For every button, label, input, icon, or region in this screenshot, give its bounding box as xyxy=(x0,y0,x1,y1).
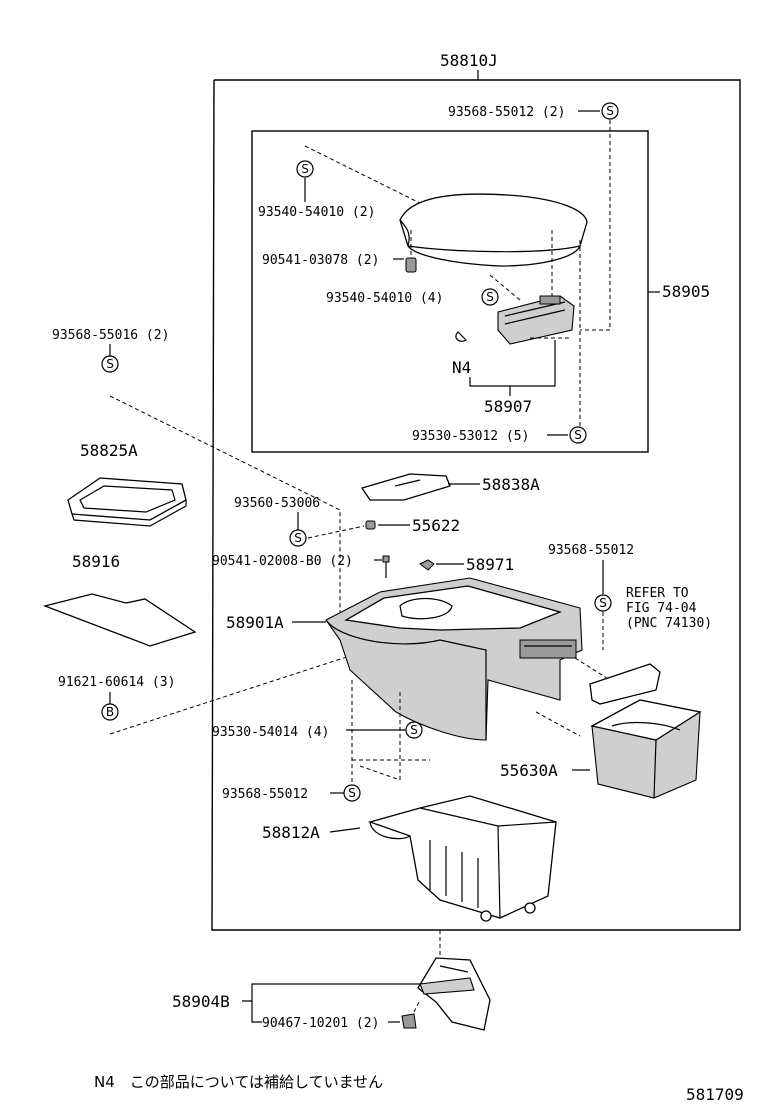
label-93568-55012-lower: 93568-55012 xyxy=(222,787,308,802)
label-93568-55012-right: 93568-55012 xyxy=(548,543,634,558)
screw-symbol-icon xyxy=(296,160,314,178)
footnote-text: N4 この部品については補給していません xyxy=(94,1073,383,1091)
label-58838A: 58838A xyxy=(482,475,540,494)
bolt-symbol-letter: B xyxy=(106,705,114,719)
screw-symbol-icon xyxy=(594,594,612,612)
label-58812A: 58812A xyxy=(262,823,320,842)
screw-symbol-icon xyxy=(601,102,619,120)
dashed-guide-armrest xyxy=(304,145,431,209)
label-58904B: 58904B xyxy=(172,992,230,1011)
label-90541-03078-2: 90541-03078 (2) xyxy=(262,253,379,268)
screw-symbol-icon xyxy=(289,529,307,547)
label-93530-53012-5: 93530-53012 (5) xyxy=(412,429,529,444)
screw-symbol-letter: S xyxy=(599,596,607,610)
leader-90467 xyxy=(251,1001,262,1023)
clip-icon xyxy=(365,520,376,530)
label-91621-60614-3: 91621-60614 (3) xyxy=(58,675,175,690)
label-93540-54010-2: 93540-54010 (2) xyxy=(258,205,375,220)
refer-line-2: FIG 74-04 xyxy=(626,601,697,616)
figure-number: 581709 xyxy=(686,1085,744,1104)
screw-symbol-icon xyxy=(101,355,119,373)
label-93568-55016-2: 93568-55016 (2) xyxy=(52,328,169,343)
inner-box-part xyxy=(367,795,557,922)
dashed-guide-clip xyxy=(307,525,365,539)
screw-symbol-icon xyxy=(343,784,361,802)
screw-symbol-icon xyxy=(405,721,423,739)
cushion-icon xyxy=(419,559,435,571)
label-58825A: 58825A xyxy=(80,441,138,460)
armrest-frame xyxy=(251,130,649,453)
screw-symbol-letter: S xyxy=(301,162,309,176)
label-58916: 58916 xyxy=(72,552,120,571)
label-58907: 58907 xyxy=(484,397,532,416)
mat-part xyxy=(42,593,197,647)
label-55622: 55622 xyxy=(412,516,460,535)
n4-clip-icon xyxy=(455,331,467,342)
screw-symbol-letter: S xyxy=(294,531,302,545)
leader-58812A xyxy=(329,827,361,833)
hinge-part xyxy=(497,295,575,345)
cushion-stopper-icon xyxy=(405,230,417,273)
stopper-icon xyxy=(382,555,390,578)
ashtray-part xyxy=(590,699,702,799)
screw-symbol-letter: S xyxy=(486,290,494,304)
tray-part xyxy=(67,477,187,527)
dashed-guide-clip-nut xyxy=(413,999,421,1013)
screw-symbol-letter: S xyxy=(106,357,114,371)
clip-nut-icon xyxy=(401,1013,417,1029)
armrest-lid-part xyxy=(399,193,588,430)
dashed-guide-lower xyxy=(351,680,430,784)
dashed-guide-bolt xyxy=(109,611,486,735)
refer-line-3: (PNC 74130) xyxy=(626,616,712,631)
label-90541-02008-B0-2: 90541-02008-B0 (2) xyxy=(212,554,353,569)
label-90467-10201-2: 90467-10201 (2) xyxy=(262,1016,379,1031)
assembly-outer-frame xyxy=(211,79,741,931)
screw-symbol-icon xyxy=(569,426,587,444)
bracket-part xyxy=(417,957,491,1031)
screw-symbol-letter: S xyxy=(348,786,356,800)
screw-symbol-icon xyxy=(481,288,499,306)
label-93540-54010-4: 93540-54010 (4) xyxy=(326,291,443,306)
bolt-symbol-icon xyxy=(101,703,119,721)
cover-part xyxy=(360,473,451,501)
screw-symbol-letter: S xyxy=(606,104,614,118)
console-box-part xyxy=(325,577,611,741)
leader-58904B xyxy=(242,983,420,1002)
label-N4: N4 xyxy=(452,358,471,377)
label-93568-55012-2: 93568-55012 (2) xyxy=(448,105,565,120)
label-58971: 58971 xyxy=(466,555,514,574)
label-58901A: 58901A xyxy=(226,613,284,632)
screw-symbol-letter: S xyxy=(410,723,418,737)
label-93530-54014-4: 93530-54014 (4) xyxy=(212,725,329,740)
label-58905: 58905 xyxy=(662,282,710,301)
label-58810J: 58810J xyxy=(440,51,498,70)
leader-58907 xyxy=(469,340,556,387)
refer-line-1: REFER TO xyxy=(626,586,689,601)
referenced-switch-part xyxy=(589,663,661,705)
label-55630A: 55630A xyxy=(500,761,558,780)
label-93560-53006: 93560-53006 xyxy=(234,496,320,511)
dashed-guide-top xyxy=(580,120,611,331)
screw-symbol-letter: S xyxy=(574,428,582,442)
dashed-guide-left xyxy=(109,395,341,612)
